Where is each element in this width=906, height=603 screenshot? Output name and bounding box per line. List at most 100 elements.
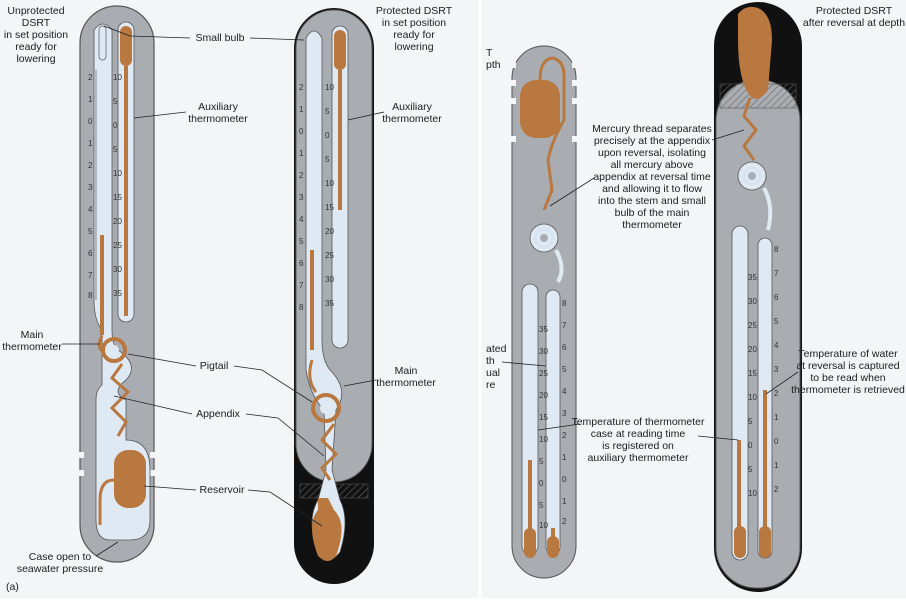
aux-scale-tick: 10 [748,393,757,402]
protected-reversed-dsrt [714,2,802,592]
svg-text:thermometer: thermometer [376,377,436,389]
svg-text:pth: pth [486,59,501,71]
main-scale-tick: 6 [562,343,567,352]
aux-scale-tick: 20 [113,217,122,226]
protected-aux-scale: 10 5 0 5 10 15 20 25 30 35 [325,83,334,308]
svg-text:upon reversal, isolating: upon reversal, isolating [598,147,706,159]
aux-scale-tick: 10 [113,169,122,178]
svg-text:lowering: lowering [16,53,55,65]
svg-text:thermometer: thermometer [188,113,248,125]
label-reservoir: Reservoir [143,484,323,527]
aux-scale-tick: 30 [748,297,757,306]
main-scale-tick: 2 [774,389,779,398]
aux-scale-tick: 10 [748,489,757,498]
svg-text:Pigtail: Pigtail [200,360,229,372]
aux-scale-tick: 10 [325,179,334,188]
svg-text:lowering: lowering [394,41,433,53]
svg-text:Main: Main [395,365,418,377]
label-main-left: Main thermometer [2,329,100,353]
label-case-temp: Temperature of thermometer case at readi… [537,416,739,464]
main-scale-tick: 2 [88,73,93,82]
aux-scale-tick: 5 [325,155,330,164]
svg-text:ready for: ready for [15,41,57,53]
panel-b-diagram: T pth ated th ual re 35 30 [486,2,905,592]
main-scale-tick: 0 [562,475,567,484]
main-scale-tick: 3 [88,183,93,192]
panel-a-diagram: 2 1 0 1 2 3 4 5 6 7 8 10 5 0 5 10 15 20 … [2,5,453,593]
aux-scale-tick: 20 [748,345,757,354]
aux-scale-tick: 35 [325,299,334,308]
svg-text:in set position: in set position [4,29,68,41]
aux-scale-tick: 35 [539,325,548,334]
title-protected: Protected DSRT in set position ready for… [376,5,453,53]
svg-text:Auxiliary: Auxiliary [198,101,238,113]
aux-scale-tick: 5 [539,457,544,466]
svg-text:Protected DSRT: Protected DSRT [816,5,893,17]
main-scale-tick: 4 [299,215,304,224]
main-scale-tick: 1 [774,461,779,470]
panel-a: 2 1 0 1 2 3 4 5 6 7 8 10 5 0 5 10 15 20 … [0,0,478,598]
svg-text:Appendix: Appendix [196,408,241,420]
aux-scale-tick: 0 [748,441,753,450]
svg-text:is registered on: is registered on [602,440,674,452]
svg-text:after reversal at depth: after reversal at depth [803,17,905,29]
main-scale-tick: 4 [88,205,93,214]
main-scale-tick: 6 [88,249,93,258]
label-case-open: Case open to seawater pressure [17,541,119,575]
svg-text:Temperature of water: Temperature of water [798,348,898,360]
main-scale-tick: 4 [774,341,779,350]
label-water-temp: Temperature of water at reversal is capt… [765,348,905,396]
svg-text:bulb of the main: bulb of the main [615,207,690,219]
aux-scale-tick: 25 [113,241,122,250]
aux-scale-tick: 30 [539,347,548,356]
main-scale-tick: 1 [299,105,304,114]
main-scale-tick: 3 [299,193,304,202]
unprotected-dsrt [76,5,158,563]
svg-text:thermometer: thermometer [622,219,682,231]
svg-text:precisely at the appendix: precisely at the appendix [594,135,711,147]
right-aux-scale: 35 30 25 20 15 10 5 0 5 10 [748,273,757,498]
aux-scale-tick: 30 [113,265,122,274]
left-aux-scale: 35 30 25 20 15 10 5 0 5 10 [539,325,548,530]
main-scale-tick: 8 [299,303,304,312]
svg-text:th: th [486,355,495,367]
main-scale-tick: 7 [774,269,779,278]
right-main-scale: 8 7 6 5 4 3 2 1 0 1 2 [774,245,779,494]
svg-text:seawater pressure: seawater pressure [17,563,104,575]
main-scale-tick: 5 [299,237,304,246]
svg-text:Unprotected: Unprotected [7,5,64,17]
main-scale-tick: 2 [88,161,93,170]
svg-text:in set position: in set position [382,17,446,29]
label-small-bulb: Small bulb [103,25,305,44]
title-protected-reversed: Protected DSRT after reversal at depth [803,5,905,29]
aux-scale-tick: 5 [539,501,544,510]
aux-scale-tick: 15 [113,193,122,202]
main-scale-tick: 1 [562,497,567,506]
aux-scale-tick: 15 [539,413,548,422]
label-mercury-separates: Mercury thread separates precisely at th… [549,123,745,231]
aux-scale-tick: 20 [325,227,334,236]
main-scale-tick: 7 [299,281,304,290]
main-scale-tick: 1 [562,453,567,462]
aux-scale-tick: 0 [325,131,330,140]
aux-scale-tick: 10 [113,73,122,82]
main-scale-tick: 7 [562,321,567,330]
aux-scale-tick: 25 [325,251,334,260]
svg-text:thermometer is retrieved: thermometer is retrieved [791,384,905,396]
main-scale-tick: 1 [88,139,93,148]
main-scale-tick: 5 [88,227,93,236]
title-unprotected: Unprotected DSRT in set position ready f… [4,5,68,65]
main-scale-tick: 5 [774,317,779,326]
svg-text:Small bulb: Small bulb [195,32,244,44]
main-scale-tick: 2 [562,517,567,526]
main-scale-tick: 8 [774,245,779,254]
aux-scale-tick: 0 [539,479,544,488]
svg-text:ready for: ready for [393,29,435,41]
main-scale-tick: 3 [774,365,779,374]
protected-dsrt [294,8,374,584]
aux-scale-tick: 0 [113,121,118,130]
aux-scale-tick: 5 [113,97,118,106]
partial-title: T pth [486,47,501,71]
main-scale-tick: 2 [299,83,304,92]
aux-scale-tick: 5 [113,145,118,154]
